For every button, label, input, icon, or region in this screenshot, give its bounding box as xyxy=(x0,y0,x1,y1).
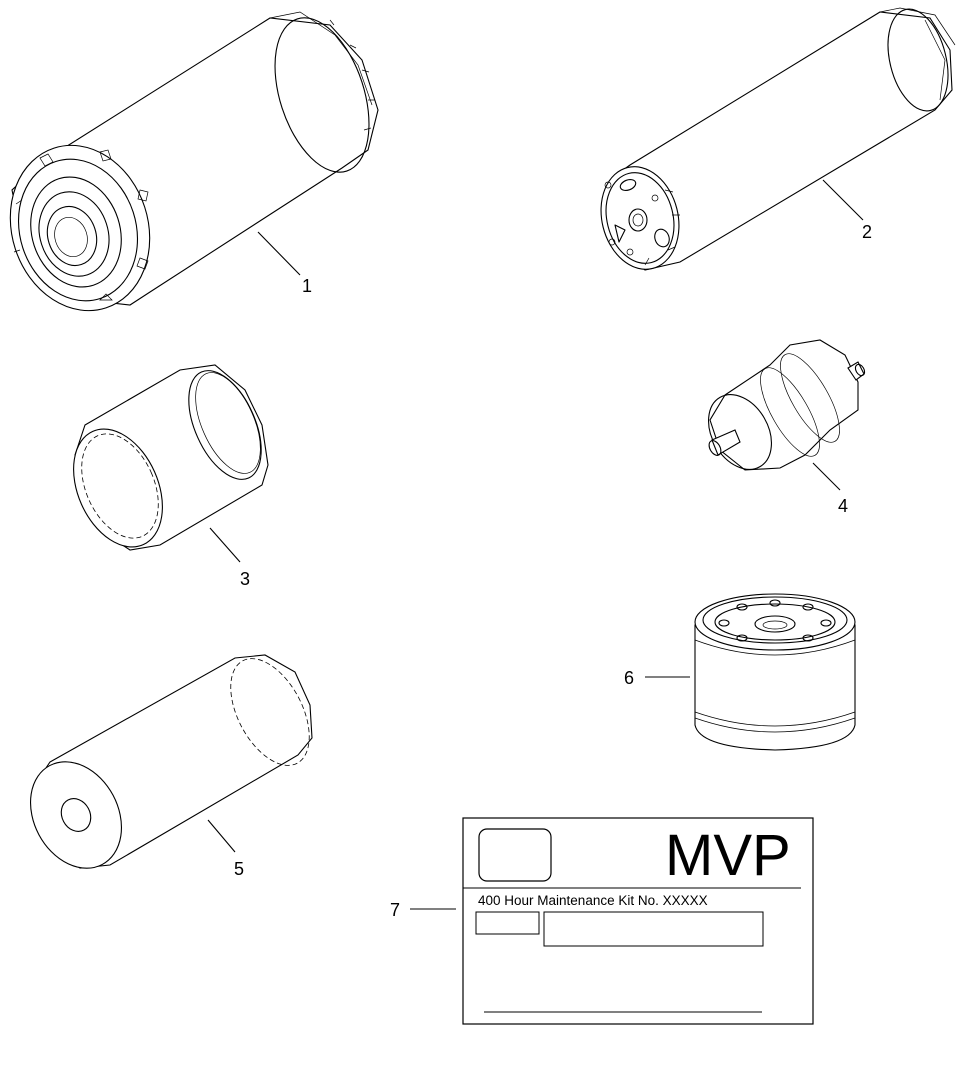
part-6-spin-on-filter xyxy=(694,593,856,751)
decal-brand: MVP xyxy=(665,823,791,888)
part-4-fuel-filter xyxy=(708,339,866,471)
part-2-inner-air-filter xyxy=(600,7,956,271)
callout-6: 6 xyxy=(624,668,634,688)
callout-3: 3 xyxy=(240,569,250,589)
callout-1: 1 xyxy=(302,276,312,296)
leader-1 xyxy=(257,231,301,276)
decal-logo-box xyxy=(478,828,552,882)
decal-border xyxy=(462,817,814,1025)
callout-5: 5 xyxy=(234,859,244,879)
decal-kit-title: 400 Hour Maintenance Kit No. XXXXX xyxy=(478,893,708,908)
leader-5 xyxy=(207,819,236,853)
part-5-cartridge-filter xyxy=(29,654,313,869)
decal-small-field xyxy=(475,911,540,935)
leader-2 xyxy=(822,179,864,221)
callout-2: 2 xyxy=(862,222,872,242)
leader-4 xyxy=(812,462,841,491)
callout-4: 4 xyxy=(838,496,848,516)
callout-7: 7 xyxy=(390,900,400,920)
decal-large-field xyxy=(543,911,764,947)
part-7-kit-decal: MVP 400 Hour Maintenance Kit No. XXXXX xyxy=(462,817,814,1025)
leader-3 xyxy=(209,527,241,563)
part-1-air-filter xyxy=(9,11,379,312)
part-3-oil-filter xyxy=(73,364,269,551)
